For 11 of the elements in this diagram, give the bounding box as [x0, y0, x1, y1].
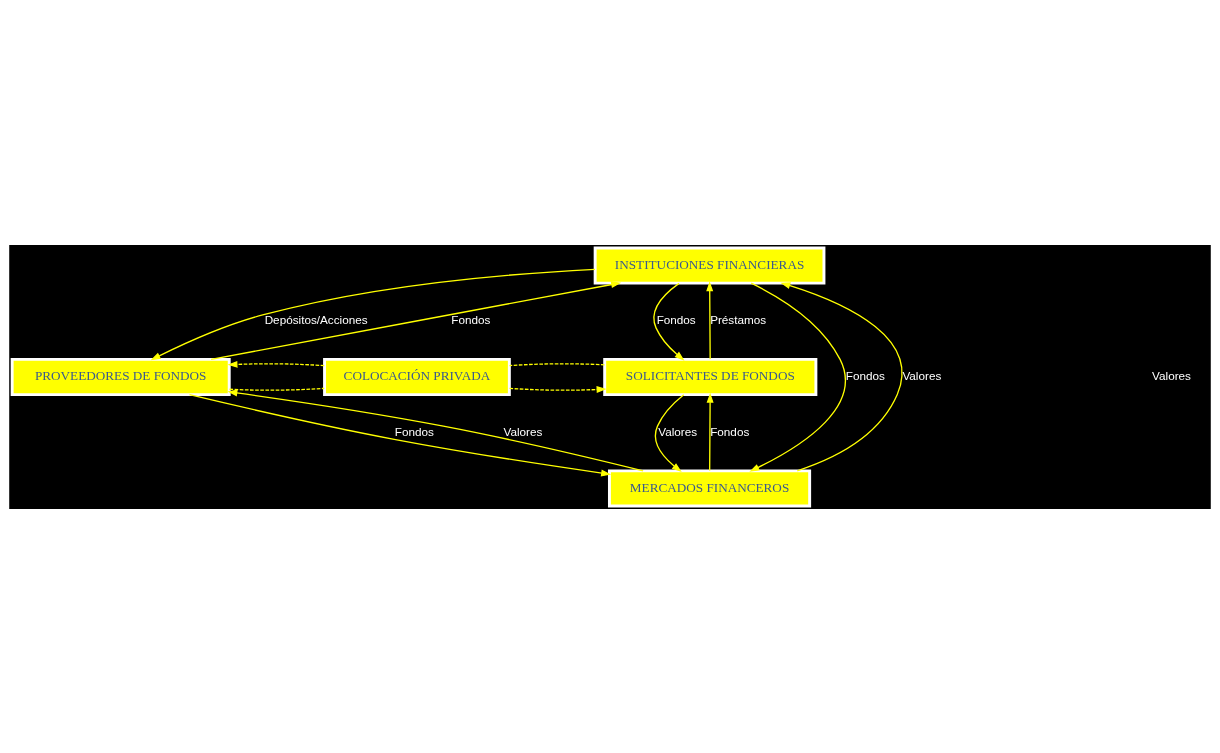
edge-label: Valores — [503, 424, 543, 438]
edge-label: Valores — [902, 368, 942, 382]
label: Valores — [1152, 368, 1191, 382]
edge-label: Valores — [658, 424, 698, 438]
edge-label: Fondos — [845, 368, 885, 382]
edge-label: Fondos — [656, 312, 696, 326]
edge-label: Préstamos — [710, 312, 767, 326]
edge-label: Fondos — [710, 424, 750, 438]
edge-label: Fondos — [451, 312, 491, 326]
edge-label: Fondos — [394, 424, 434, 438]
edge-label: Depósitos/Acciones — [264, 312, 368, 326]
